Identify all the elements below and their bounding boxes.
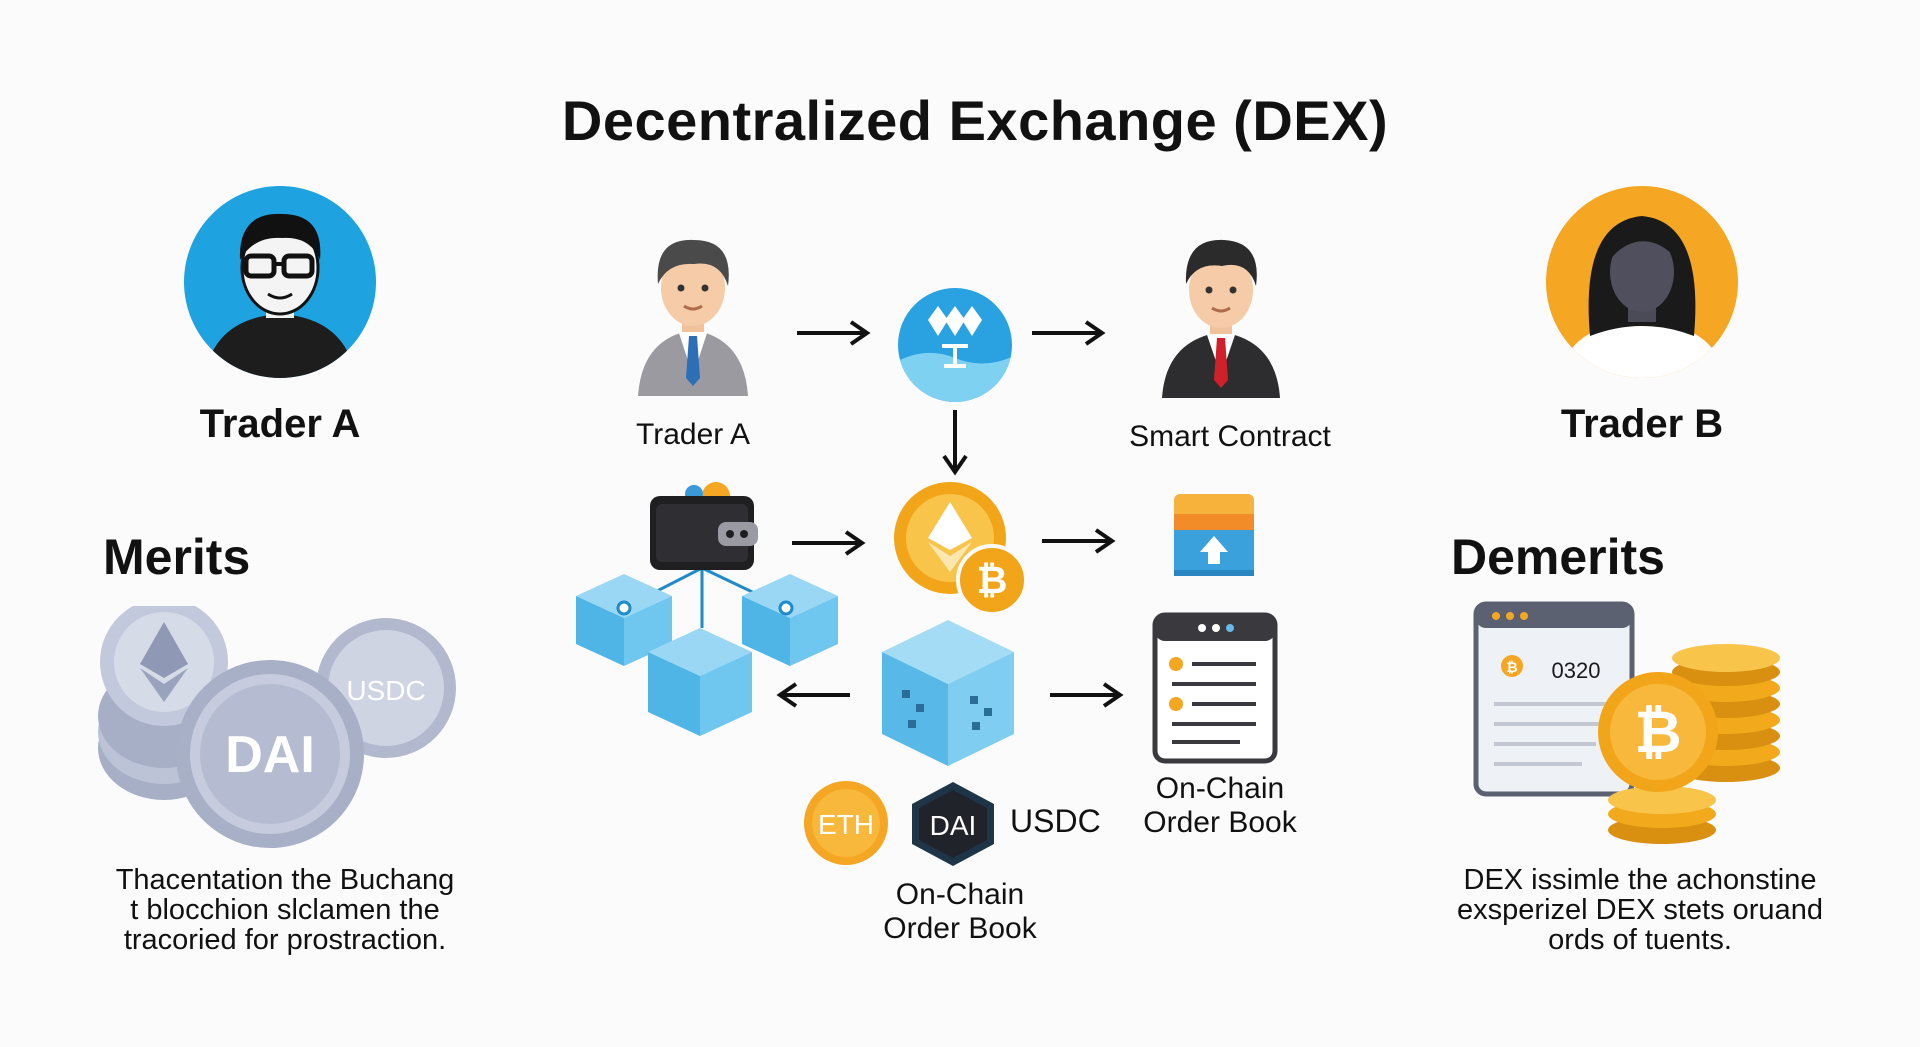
svg-text:₿: ₿ xyxy=(1634,700,1681,765)
smart-contract-person-icon xyxy=(1162,239,1280,398)
eth-token-text: ETH xyxy=(818,809,874,840)
dai-coin-icon: DAI xyxy=(176,660,364,848)
order-book-document-icon xyxy=(1152,612,1278,764)
center-trader-a-icon xyxy=(638,239,748,396)
dex-protocol-icon xyxy=(898,288,1012,402)
merits-paragraph: Thacentation the Buchang t blocchion slc… xyxy=(115,864,455,956)
dai-token-text: DAI xyxy=(930,810,977,841)
arrow-right-icon xyxy=(797,320,871,346)
right-trader-label: Trader B xyxy=(1560,402,1724,446)
upload-app-icon xyxy=(1174,494,1254,576)
merits-heading: Merits xyxy=(103,529,251,585)
bottom-order-book-label: On-Chain Order Book xyxy=(883,878,1037,945)
browser-window-icon: ₿ 0320 xyxy=(1473,601,1635,797)
blockchain-network-icon xyxy=(576,482,838,736)
trader-b-avatar-icon xyxy=(1546,186,1738,378)
left-trader-label: Trader A xyxy=(199,402,361,446)
dai-coin-text: DAI xyxy=(225,726,315,784)
blockchain-block-icon xyxy=(882,620,1014,766)
right-order-book-label: On-Chain Order Book xyxy=(1143,772,1297,839)
arrow-right-icon xyxy=(1032,320,1106,346)
arrow-right-icon xyxy=(1050,682,1124,708)
eth-token-icon: ETH xyxy=(804,781,888,865)
demerits-paragraph: DEX issimle the achonstine exsperizel DE… xyxy=(1457,864,1823,956)
wallet-icon xyxy=(650,482,758,570)
merits-coins-illustration: USDC DAI xyxy=(98,606,456,848)
diagram-title: Decentralized Exchange (DEX) xyxy=(561,89,1389,152)
bitcoin-coin-icon: ₿ xyxy=(1598,672,1718,792)
center-trader-label: Trader A xyxy=(636,418,750,451)
smart-contract-label: Smart Contract xyxy=(1129,420,1331,453)
demerits-heading: Demerits xyxy=(1451,529,1665,585)
arrow-left-icon xyxy=(776,682,850,708)
usdc-token-label: USDC xyxy=(1010,803,1101,839)
arrow-right-icon xyxy=(792,530,866,556)
demerits-screen-number: 0320 xyxy=(1552,658,1601,683)
usdc-coin-text: USDC xyxy=(346,675,425,706)
trader-a-avatar-icon xyxy=(184,186,376,378)
demerits-illustration: ₿ 0320 ₿ xyxy=(1473,601,1780,844)
arrow-right-icon xyxy=(1042,528,1116,554)
eth-btc-coins-icon: ₿ xyxy=(894,482,1028,616)
arrow-down-icon xyxy=(942,410,968,476)
block-cube-icon xyxy=(742,574,838,666)
svg-text:₿: ₿ xyxy=(977,560,1008,602)
block-cube-icon xyxy=(648,628,752,736)
svg-text:₿: ₿ xyxy=(1506,659,1517,675)
dai-token-icon: DAI xyxy=(912,782,994,866)
